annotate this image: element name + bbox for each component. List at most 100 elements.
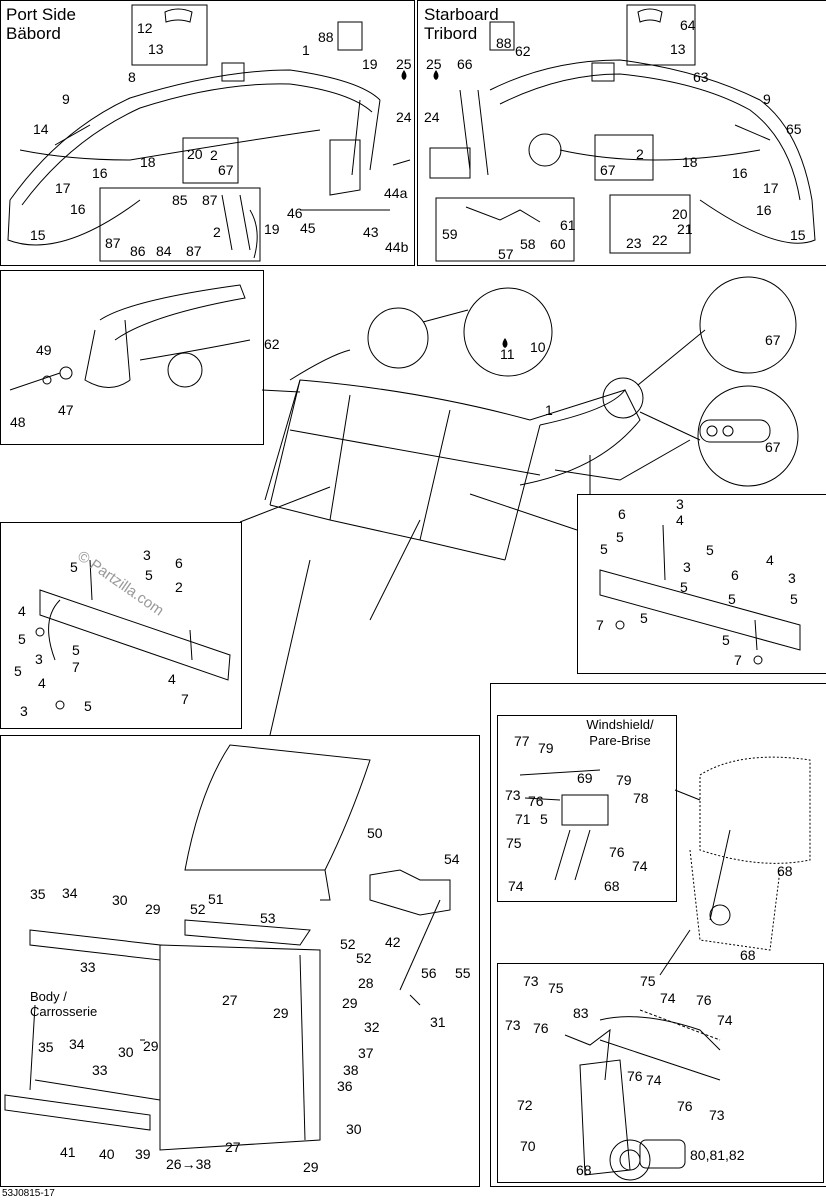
- port-side-title-fr: Bäbord: [6, 24, 61, 43]
- callout: 29: [303, 1159, 319, 1175]
- callout: 7: [72, 659, 80, 675]
- callout: 9: [763, 91, 771, 107]
- callout: 24: [396, 109, 412, 125]
- callout: 5: [145, 567, 153, 583]
- starboard-title: Starboard: [424, 5, 499, 24]
- callout: 7: [734, 652, 742, 668]
- callout: 26→38: [166, 1156, 212, 1172]
- callout: 62: [515, 43, 531, 59]
- callout: 19: [264, 221, 280, 237]
- callout: 52: [356, 950, 372, 966]
- callout: 4: [18, 603, 26, 619]
- windshield-title: Windshield/: [586, 717, 654, 732]
- callout: 70: [520, 1138, 536, 1154]
- callout: 83: [573, 1005, 589, 1021]
- callout: 5: [14, 663, 22, 679]
- callout: 42: [385, 934, 401, 950]
- windshield-title-fr: Pare-Brise: [589, 733, 651, 748]
- callout: 29: [143, 1038, 159, 1054]
- port-side-frame-drawing: [7, 4, 411, 262]
- callout: 13: [148, 41, 164, 57]
- callout: 73: [523, 973, 539, 989]
- callout: 73: [709, 1107, 725, 1123]
- wiper-motor-drawing: [564, 1009, 721, 1181]
- callout: 75: [506, 835, 522, 851]
- callout: 68: [604, 878, 620, 894]
- callout: 60: [550, 236, 566, 252]
- callout: 38: [343, 1062, 359, 1078]
- callout: 5: [680, 579, 688, 595]
- callout: 25: [426, 56, 442, 72]
- callout: 11: [500, 346, 515, 362]
- callout: 3: [143, 547, 151, 563]
- callout: 18: [682, 154, 698, 170]
- windshield-body-panel: [0, 735, 480, 1187]
- callout: 72: [517, 1097, 533, 1113]
- callout: 50: [367, 825, 383, 841]
- callout: 5: [84, 698, 92, 714]
- callout: 71: [515, 811, 531, 827]
- callout: 40: [99, 1146, 115, 1162]
- callout: 5: [540, 811, 548, 827]
- callout: 48: [10, 414, 26, 430]
- callout: 47: [58, 402, 74, 418]
- callout: 55: [455, 965, 471, 981]
- body-title: Body /: [30, 989, 67, 1004]
- callout: 8: [128, 69, 136, 85]
- port-side-title: Port Side: [6, 5, 76, 24]
- callout: 44a: [384, 185, 408, 201]
- callout: 34: [62, 885, 78, 901]
- callout: 74: [508, 878, 524, 894]
- callout: 59: [442, 226, 458, 242]
- callout: 64: [680, 17, 696, 33]
- callout: 2: [213, 224, 221, 240]
- callout: 5: [722, 632, 730, 648]
- callout: 5: [728, 591, 736, 607]
- callout: 78: [633, 790, 649, 806]
- callout: 3: [35, 651, 43, 667]
- lower-windshield-drawing: [4, 744, 451, 1151]
- callout: 3: [676, 496, 684, 512]
- callout: 73: [505, 787, 521, 803]
- callout: 6: [618, 506, 626, 522]
- callout: 16: [70, 201, 86, 217]
- callout: 44b: [385, 239, 409, 255]
- callout: 75: [548, 980, 564, 996]
- callout: 21: [677, 221, 693, 237]
- callout: 16: [732, 165, 748, 181]
- callout: 15: [790, 227, 806, 243]
- callout: 18: [140, 154, 156, 170]
- callout: 74: [660, 990, 676, 1006]
- callout: 9: [62, 91, 70, 107]
- callout: 1: [302, 42, 310, 58]
- callout: 76: [609, 844, 625, 860]
- callout: 35: [38, 1039, 54, 1055]
- callout: 23: [626, 235, 642, 251]
- callout: 79: [616, 772, 632, 788]
- body-title-fr: Carrosserie: [30, 1004, 98, 1019]
- callout: 2: [175, 579, 183, 595]
- callout: 6: [175, 555, 183, 571]
- callout: 45: [300, 220, 316, 236]
- left-bracket-drawing: [35, 559, 231, 710]
- callout: 85: [172, 192, 188, 208]
- callout: 62: [264, 336, 280, 352]
- callout: 65: [786, 121, 802, 137]
- callout: 31: [430, 1014, 446, 1030]
- callout: 76: [528, 793, 544, 809]
- callout: 69: [577, 770, 593, 786]
- callout: 68: [740, 947, 756, 963]
- windshield-inset-drawing: [519, 769, 609, 881]
- callout: 49: [36, 342, 52, 358]
- callout: 76: [533, 1020, 549, 1036]
- callout: 5: [18, 631, 26, 647]
- callout: 68: [777, 863, 793, 879]
- callout: 53: [260, 910, 276, 926]
- callout: 39: [135, 1146, 151, 1162]
- center-windshield-drawing: [239, 276, 799, 736]
- callout: 32: [364, 1019, 380, 1035]
- callout: 10: [530, 339, 546, 355]
- callout: 13: [670, 41, 686, 57]
- callout: 30: [118, 1044, 134, 1060]
